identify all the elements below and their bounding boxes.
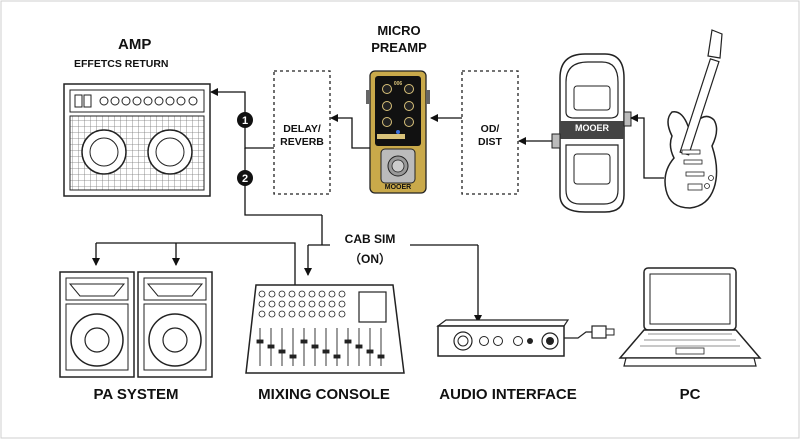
pa-speaker-right-icon: [137, 271, 213, 378]
marker-1-label: 1: [242, 115, 248, 127]
delay-reverb-box: [273, 70, 331, 195]
od-dist-box: [461, 70, 519, 195]
preamp-model: 006: [393, 81, 403, 87]
mixing-console-icon: [245, 284, 405, 374]
preamp-brand: MOOER: [384, 184, 412, 191]
preamp-title-line1: MICRO: [377, 23, 421, 38]
marker-1: 1: [237, 112, 253, 128]
marker-2: 2: [237, 170, 253, 186]
pa-system-label: PA SYSTEM: [93, 386, 179, 403]
mixing-console-label: MIXING CONSOLE: [258, 386, 390, 403]
amp-icon: [63, 83, 211, 197]
delay-box-line2: REVERB: [280, 136, 324, 148]
od-box-line2: DIST: [478, 136, 502, 148]
marker-2-label: 2: [242, 173, 248, 185]
audio-interface-label: AUDIO INTERFACE: [439, 386, 577, 403]
audio-interface-icon: [436, 319, 615, 357]
dual-footswitch-pedal-icon: [551, 53, 632, 213]
pa-speaker-left-icon: [59, 271, 135, 378]
cab-sim-line2: （ON）: [330, 250, 410, 267]
laptop-pc-icon: [618, 267, 762, 367]
delay-box-line1: DELAY/: [283, 123, 321, 135]
micro-preamp-pedal-icon: [366, 70, 430, 194]
amp-title: AMP: [118, 36, 152, 53]
dual-pedal-brand: MOOER: [574, 123, 609, 133]
od-box-line1: OD/: [480, 123, 500, 135]
amp-subtitle: EFFETCS RETURN: [74, 58, 169, 70]
cab-sim-line1: CAB SIM: [330, 232, 410, 246]
pc-label: PC: [679, 386, 701, 403]
electric-guitar-icon: [664, 29, 723, 209]
preamp-title-line2: PREAMP: [371, 40, 427, 55]
